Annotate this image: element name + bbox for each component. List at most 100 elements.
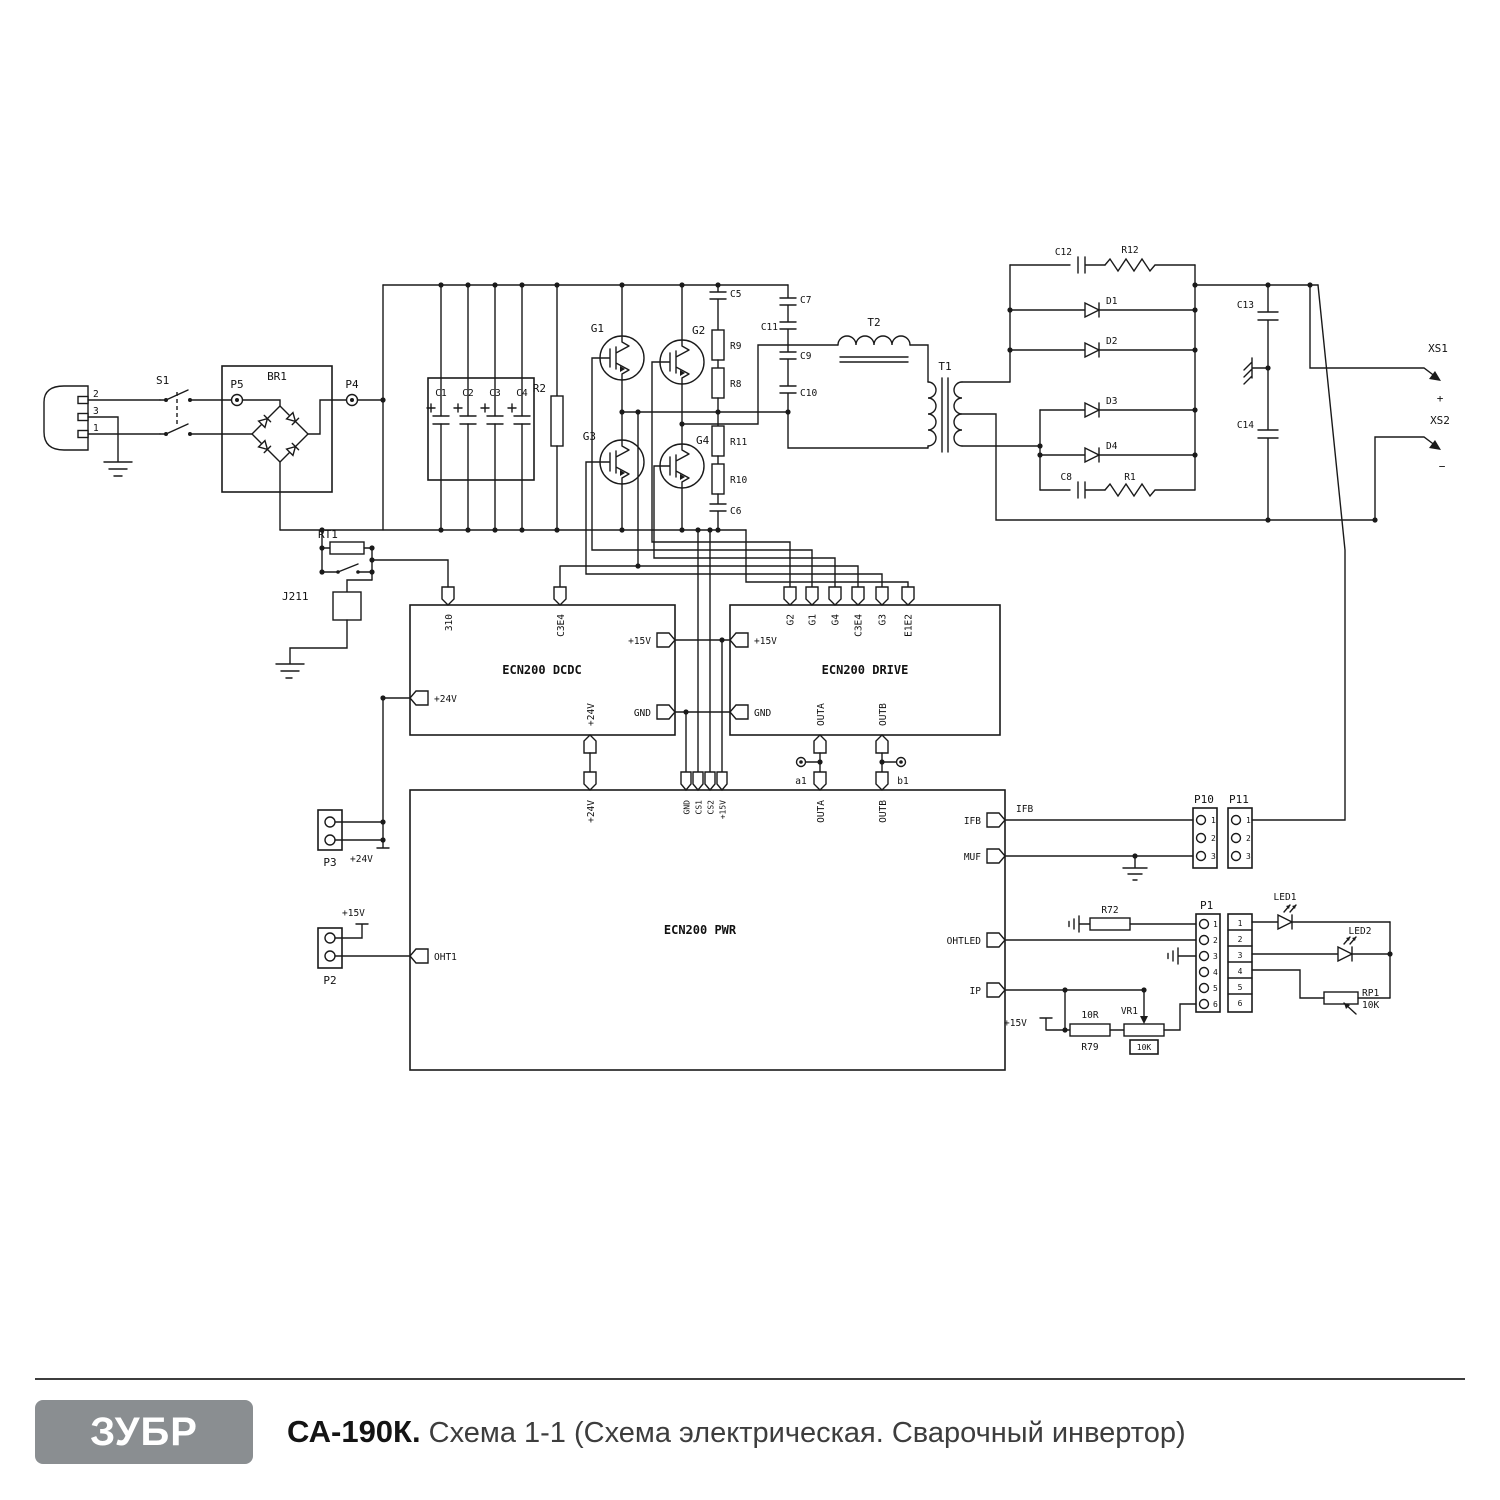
tp-b1-label: b1 (897, 776, 909, 787)
g4-label: G4 (696, 434, 710, 447)
r79-value: 10R (1081, 1010, 1098, 1021)
connector-p3: P3 +24V (317, 809, 384, 869)
c10-label: C10 (800, 388, 817, 399)
led2: LED2 (1251, 926, 1391, 963)
net-ifb-label: IFB (1016, 804, 1033, 815)
p1-pin2: 2 (1213, 936, 1218, 945)
xs1-plus-label: + (1437, 392, 1444, 405)
p1-pin1: 1 (1213, 920, 1218, 929)
c3-label: C3 (489, 388, 500, 399)
igbt-g1: G1 (591, 322, 645, 381)
d3-label: D3 (1106, 396, 1117, 407)
dcdc-pin-310: 310 (444, 614, 455, 631)
p1-pin5: 5 (1213, 984, 1218, 993)
c4-label: C4 (516, 388, 528, 399)
pwr-pin-ip: IP (970, 986, 982, 997)
pwr-name: ECN200 PWR (664, 923, 737, 937)
rp1-label: RP1 (1362, 988, 1379, 999)
pwr-pin-oht1: OHT1 (434, 952, 457, 963)
connectors-right: IFB P10 1 2 3 P11 1 2 3 R72 (1004, 793, 1391, 1055)
pwr-pin-ohtled: OHTLED (947, 936, 982, 947)
xs2-label: XS2 (1430, 414, 1450, 427)
p2-rail-label: +15V (342, 908, 365, 919)
d4-label: D4 (1106, 441, 1118, 452)
c7-label: C7 (800, 295, 811, 306)
control-rails (685, 529, 723, 773)
dcdc-pin-c3e4: C3E4 (556, 614, 567, 637)
d2-label: D2 (1106, 336, 1117, 347)
drive-pin-g4: G4 (831, 614, 842, 626)
c12-label: C12 (1055, 247, 1072, 258)
p1b-pin5: 5 (1238, 983, 1243, 992)
gate-network: C5 R9 R8 R11 R10 C6 C7 C11 C9 C10 (559, 284, 909, 588)
r2-label: R2 (533, 382, 546, 395)
p10-pin3: 3 (1211, 852, 1216, 861)
bridge-rectifier: P5 BR1 P4 (221, 365, 384, 531)
c1-label: C1 (435, 388, 447, 399)
pwr-pin-outa: OUTA (816, 800, 827, 823)
c13-label: C13 (1237, 300, 1254, 311)
pwr-pin-24v: +24V (586, 800, 597, 823)
tp-a1-label: a1 (795, 776, 807, 787)
g2-label: G2 (692, 324, 705, 337)
p2-label: P2 (323, 974, 336, 987)
pot-vr1 (1123, 1023, 1165, 1037)
p11-pin2: 2 (1246, 834, 1251, 843)
pwr-pin-cs1: CS1 (695, 800, 704, 815)
relay-coil-j211 (332, 591, 362, 621)
drawing-caption: СА-190К. Схема 1-1 (Схема электрическая.… (287, 1414, 1186, 1450)
transformer-t1: T1 (927, 360, 1376, 521)
connector-p11: P11 1 2 3 (1227, 793, 1253, 869)
brand-name: ЗУБР (90, 1409, 198, 1454)
diode-d2: D2 (1009, 336, 1196, 359)
cap-c1: C1 (426, 284, 450, 531)
cap-c4: C4 (507, 284, 531, 531)
testpoint-a1: a1 (795, 756, 821, 787)
c6-label: C6 (730, 506, 742, 517)
transformers: T2 T1 (837, 316, 1376, 521)
title-block: ЗУБР СА-190К. Схема 1-1 (Схема электриче… (0, 1378, 1500, 1464)
connectors-left: P3 +24V P2 +15V (317, 697, 411, 987)
c14-label: C14 (1237, 420, 1254, 431)
footer-divider (35, 1378, 1465, 1380)
p11-pin1: 1 (1246, 816, 1251, 825)
zubr-logo: ЗУБР (2, 1382, 253, 1464)
p11-pin3: 3 (1246, 852, 1251, 861)
zubr-arrow-icon (2, 1382, 42, 1414)
cap-c3: C3 (480, 284, 504, 531)
vr1-label: VR1 (1121, 1006, 1138, 1017)
drive-pin-g1: G1 (808, 614, 819, 626)
r12-label: R12 (1121, 245, 1138, 256)
connector-p2: P2 +15V (317, 908, 411, 987)
s1-label: S1 (156, 374, 169, 387)
r1-label: R1 (1124, 472, 1136, 483)
chassis-ground-icon (1243, 357, 1269, 385)
r72-label: R72 (1101, 905, 1118, 916)
drive-pin-e1e2: E1E2 (904, 614, 915, 637)
dcdc-pin-15v: +15V (628, 636, 651, 647)
p1b-pin1: 1 (1238, 919, 1243, 928)
snubber-bottom: C8 R1 (1039, 472, 1196, 499)
dcdc-name: ECN200 DCDC (502, 663, 581, 677)
r10-label: R10 (730, 475, 747, 486)
block-pwr: ECN200 PWR +24V GND CS1 CS2 +15V OUTA OU… (409, 771, 1006, 1071)
drive-pin-15v: +15V (754, 636, 777, 647)
drive-name: ECN200 DRIVE (822, 663, 909, 677)
resistor-r72: R72 (1068, 905, 1197, 933)
pot-rp1: RP1 10K (1251, 969, 1391, 1015)
g3-label: G3 (583, 430, 596, 443)
pwr-pin-cs2: CS2 (707, 800, 716, 815)
p1b-pin3: 3 (1238, 951, 1243, 960)
resistor-r79 (1069, 1023, 1111, 1037)
dcdc-pin-gnd: GND (634, 708, 651, 719)
diode-d4: D4 (1039, 441, 1196, 464)
xs1-label: XS1 (1428, 342, 1448, 355)
rp1-value: 10K (1362, 1000, 1379, 1011)
p3-rail-label: +24V (350, 854, 373, 865)
diode-d3: D3 (1039, 396, 1196, 419)
drawing-title: Схема 1-1 (Схема электрическая. Сварочны… (428, 1417, 1186, 1449)
plug-pin1-label: 1 (93, 423, 99, 434)
p10-pin2: 2 (1211, 834, 1216, 843)
c2-label: C2 (462, 388, 473, 399)
